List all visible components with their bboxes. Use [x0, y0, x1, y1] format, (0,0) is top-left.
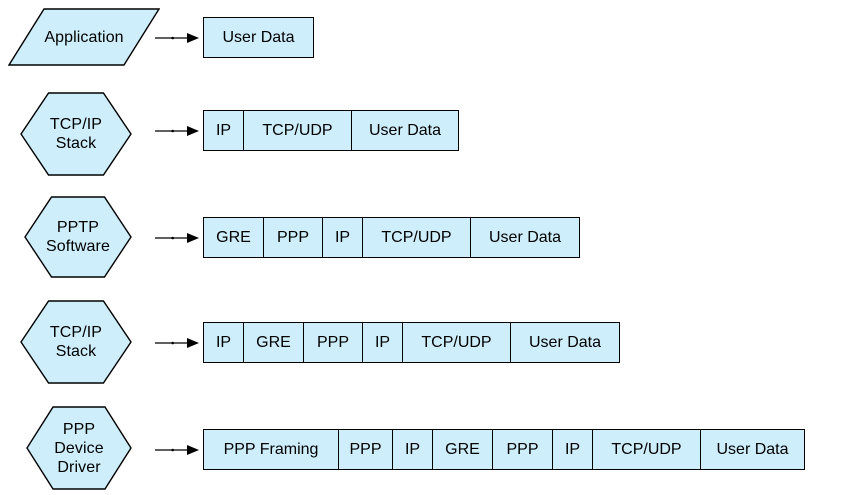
packet-field: User Data [204, 18, 313, 57]
stage-application: Application [8, 8, 160, 66]
packet-field: GRE [433, 430, 493, 469]
packet-field: User Data [511, 323, 619, 362]
packet-field: User Data [352, 111, 458, 150]
packet-field: User Data [471, 218, 579, 257]
arrow-pptp-to-packet [155, 231, 199, 245]
stage-pptp-software: PPTP Software [24, 196, 132, 278]
packet-field: TCP/UDP [244, 111, 352, 150]
packet-field: PPP [264, 218, 323, 257]
packet-application: User Data [203, 17, 314, 58]
packet-field: IP [204, 111, 244, 150]
packet-field: IP [553, 430, 593, 469]
packet-field: User Data [701, 430, 804, 469]
packet-field: TCP/UDP [363, 218, 471, 257]
arrow-application-to-packet [155, 31, 199, 45]
stage-ppp-device-driver: PPP Device Driver [26, 406, 132, 490]
arrow-tcpip-to-packet [155, 124, 199, 138]
stage-tcp-ip-stack-lower: TCP/IP Stack [20, 300, 132, 384]
packet-field: IP [204, 323, 244, 362]
packet-field: IP [363, 323, 403, 362]
packet-field: GRE [244, 323, 304, 362]
packet-field: PPP [493, 430, 553, 469]
packet-field: GRE [204, 218, 264, 257]
packet-field: PPP [339, 430, 393, 469]
packet-field: IP [323, 218, 363, 257]
packet-field: TCP/UDP [593, 430, 701, 469]
packet-field: TCP/UDP [403, 323, 511, 362]
packet-field: PPP [304, 323, 363, 362]
arrow-ppp-driver-to-packet [155, 443, 199, 457]
stage-tcp-ip-stack-upper: TCP/IP Stack [20, 92, 132, 176]
arrow-tcpip-lower-to-packet [155, 336, 199, 350]
packet-field: IP [393, 430, 433, 469]
packet-field: PPP Framing [204, 430, 339, 469]
